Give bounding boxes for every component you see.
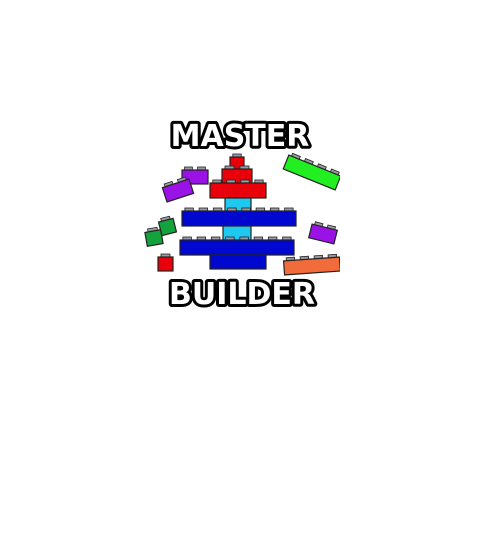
brick-body <box>307 223 339 245</box>
brick-purple-tilted <box>161 176 195 203</box>
brick-body <box>179 239 295 256</box>
logo-word-top: MASTER <box>171 119 310 154</box>
brick-body <box>161 178 195 203</box>
brick-green-small-a <box>144 226 164 247</box>
brick-green-long <box>282 152 340 191</box>
brick-body <box>157 217 178 237</box>
brick-body <box>209 254 267 270</box>
brick-stack <box>144 152 340 276</box>
brick-blue-row2 <box>179 236 295 256</box>
brick-body <box>282 154 340 191</box>
brick-body <box>144 229 164 247</box>
brick-body <box>157 256 174 272</box>
brick-body <box>181 210 297 227</box>
brick-blue-row1 <box>181 207 297 227</box>
brick-red-small <box>157 253 174 272</box>
brick-blue-base <box>209 254 267 270</box>
logo-word-bottom: BUILDER <box>169 277 315 310</box>
logo-graphic: MASTER BUILDER <box>144 116 340 310</box>
brick-body <box>282 256 340 276</box>
brick-green-small-b <box>157 215 178 237</box>
brick-purple-right <box>307 221 339 245</box>
brick-orange <box>282 253 340 276</box>
brick-red-wide <box>209 179 267 199</box>
brick-body <box>209 182 267 199</box>
master-builder-logo: MASTER BUILDER <box>140 110 340 310</box>
